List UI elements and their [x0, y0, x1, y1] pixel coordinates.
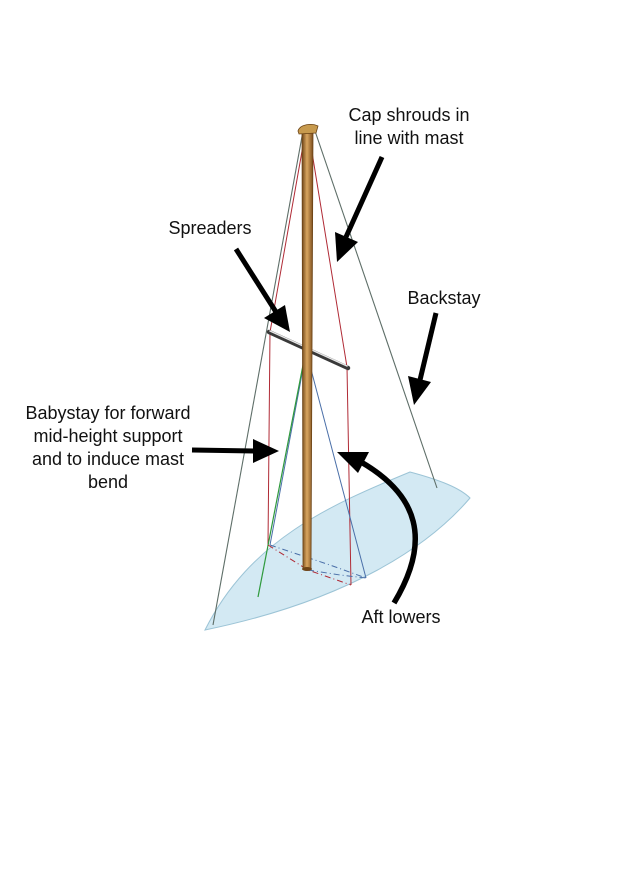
label-babystay: Babystay for forward mid-height support … [8, 402, 208, 494]
label-aft-lowers: Aft lowers [346, 606, 456, 629]
arrow-spreaders [233, 247, 290, 332]
label-cap-shrouds-line-1: Cap shrouds in [348, 105, 470, 125]
masthead [297, 124, 319, 135]
arrow-backstay [408, 312, 439, 405]
chainplate-line-red [267, 544, 352, 586]
label-babystay-line-1: Babystay for forward [25, 403, 191, 423]
label-babystay-line-3: and to induce mast [31, 449, 185, 469]
label-cap-shrouds: Cap shrouds in line with mast [334, 104, 484, 150]
label-cap-shrouds-line-2: line with mast [354, 128, 464, 148]
label-spreaders-text: Spreaders [168, 218, 252, 238]
aft-lower-starboard [307, 357, 367, 579]
arrow-aft-lowers [337, 452, 418, 605]
aft-lower-port [269, 357, 306, 546]
label-babystay-line-4: bend [87, 472, 129, 492]
babystay-wire [257, 359, 305, 598]
forestay [212, 130, 304, 626]
label-aft-lowers-text: Aft lowers [361, 607, 441, 627]
mast [301, 132, 314, 570]
label-babystay-line-2: mid-height support [33, 426, 183, 446]
chainplate-line-blue [269, 544, 367, 579]
mast-foot [302, 567, 312, 571]
label-backstay-text: Backstay [407, 288, 481, 308]
label-backstay: Backstay [390, 287, 498, 310]
label-spreaders: Spreaders [150, 217, 270, 240]
backstay-wire [314, 130, 438, 489]
arrow-cap-shrouds [335, 155, 385, 262]
cap-shroud-port [267, 139, 305, 546]
arrow-babystay [191, 439, 279, 463]
